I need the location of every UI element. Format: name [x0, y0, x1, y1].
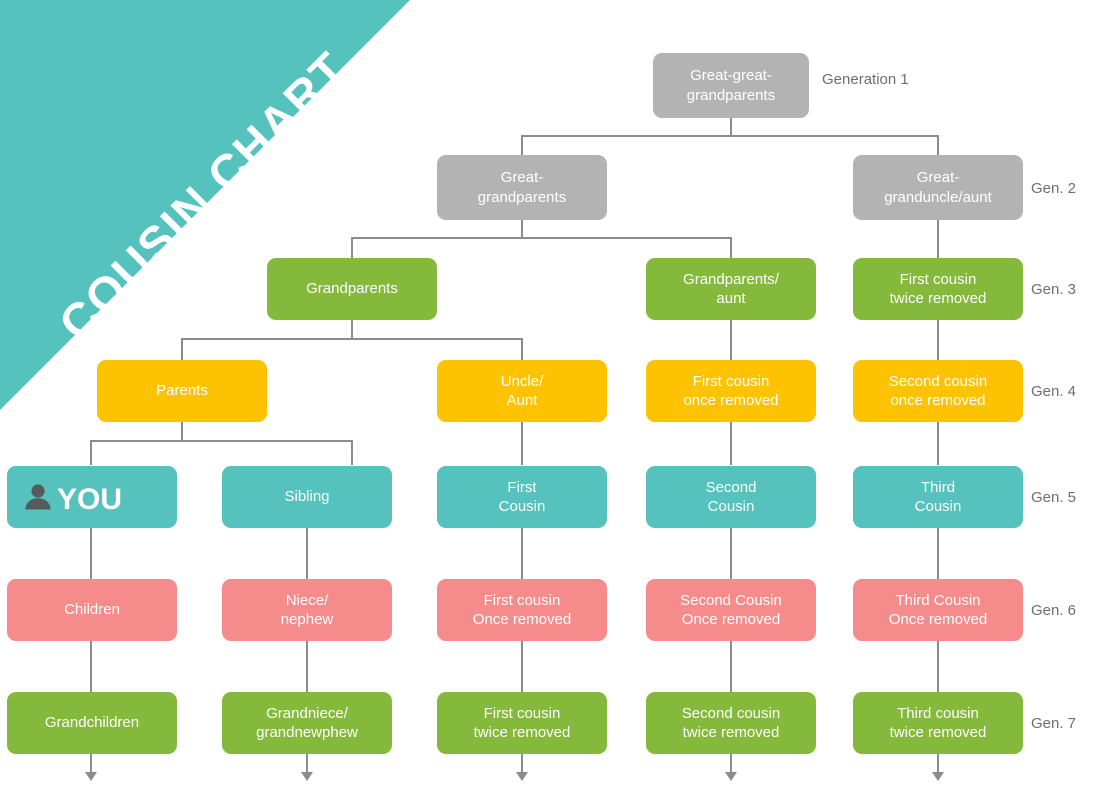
connector-gen3-bar	[181, 338, 523, 340]
connector-col4-gen3-gen4	[730, 320, 732, 360]
gen-label-5: Gen. 5	[1031, 489, 1077, 506]
connector-col2-terminal	[306, 754, 308, 776]
connector-col1-terminal	[90, 754, 92, 776]
node-second-cousin-once-removed-gen4[interactable]: Second cousin once removed	[853, 360, 1023, 422]
connector-gen1-bar	[521, 135, 939, 137]
node-uncle-aunt[interactable]: Uncle/ Aunt	[437, 360, 607, 422]
node-first-cousin-once-removed-gen4[interactable]: First cousin once removed	[646, 360, 816, 422]
node-grandchildren[interactable]: Grandchildren	[7, 692, 177, 754]
node-sibling[interactable]: Sibling	[222, 466, 392, 528]
connector-col5-gen3-gen4	[937, 320, 939, 360]
connector-col3-gen6-gen7	[521, 641, 523, 692]
connector-gen2-bar	[351, 237, 732, 239]
arrow-down-icon	[932, 772, 944, 781]
arrow-down-icon	[301, 772, 313, 781]
node-first-cousin-twice-removed-gen7[interactable]: First cousin twice removed	[437, 692, 607, 754]
person-icon	[21, 461, 55, 533]
node-third-cousin[interactable]: Third Cousin	[853, 466, 1023, 528]
gen-label-1: Generation 1	[822, 71, 909, 88]
node-grandniece-grandnephew[interactable]: Grandniece/ grandnewphew	[222, 692, 392, 754]
arrow-down-icon	[516, 772, 528, 781]
connector-gen1-to-col3	[521, 135, 523, 155]
connector-col2-gen5-gen6	[306, 528, 308, 579]
connector-gen2-to-col4	[730, 237, 732, 258]
node-first-cousin-twice-removed-gen3[interactable]: First cousin twice removed	[853, 258, 1023, 320]
connector-col4-terminal	[730, 754, 732, 776]
arrow-down-icon	[85, 772, 97, 781]
node-grandparents-aunt[interactable]: Grandparents/ aunt	[646, 258, 816, 320]
connector-gen2-stub	[521, 220, 523, 238]
node-niece-nephew[interactable]: Niece/ nephew	[222, 579, 392, 641]
connector-gen4-to-sibling	[351, 440, 353, 465]
arrow-down-icon	[725, 772, 737, 781]
connector-col5-gen4-gen5	[937, 422, 939, 465]
node-grandparents[interactable]: Grandparents	[267, 258, 437, 320]
gen-label-2: Gen. 2	[1031, 180, 1077, 197]
connector-col3-gen5-gen6	[521, 528, 523, 579]
node-second-cousin-twice-removed-gen7[interactable]: Second cousin twice removed	[646, 692, 816, 754]
node-great-granduncle-aunt[interactable]: Great- granduncle/aunt	[853, 155, 1023, 220]
connector-col5-gen5-gen6	[937, 528, 939, 579]
connector-gen4-bar	[90, 440, 353, 442]
gen-label-7: Gen. 7	[1031, 715, 1077, 732]
connector-col1-gen6-gen7	[90, 641, 92, 692]
connector-col4-gen6-gen7	[730, 641, 732, 692]
connector-col3-gen4-gen5	[521, 422, 523, 465]
you-label: YOU	[57, 483, 123, 516]
gen-label-3: Gen. 3	[1031, 281, 1077, 298]
node-great-grandparents[interactable]: Great- grandparents	[437, 155, 607, 220]
node-first-cousin-once-removed-gen6[interactable]: First cousin Once removed	[437, 579, 607, 641]
node-second-cousin[interactable]: Second Cousin	[646, 466, 816, 528]
connector-col3-terminal	[521, 754, 523, 776]
connector-gen3-to-col3	[521, 338, 523, 360]
connector-gen1-stub	[730, 118, 732, 136]
connector-gen3-stub	[351, 320, 353, 338]
node-children[interactable]: Children	[7, 579, 177, 641]
node-second-cousin-once-removed-gen6[interactable]: Second Cousin Once removed	[646, 579, 816, 641]
banner-triangle	[0, 0, 410, 410]
connector-col2-gen6-gen7	[306, 641, 308, 692]
node-you[interactable]: YOU	[7, 466, 177, 528]
connector-gen1-to-col5	[937, 135, 939, 155]
connector-col1-gen5-gen6	[90, 528, 92, 579]
connector-col5-gen6-gen7	[937, 641, 939, 692]
node-third-cousin-twice-removed-gen7[interactable]: Third cousin twice removed	[853, 692, 1023, 754]
connector-col4-gen4-gen5	[730, 422, 732, 465]
gen-label-6: Gen. 6	[1031, 602, 1077, 619]
connector-col4-gen5-gen6	[730, 528, 732, 579]
connector-col5-terminal	[937, 754, 939, 776]
connector-col5-gen2-gen3	[937, 220, 939, 258]
node-parents[interactable]: Parents	[97, 360, 267, 422]
connector-gen4-stub	[181, 422, 183, 440]
connector-gen4-to-you	[90, 440, 92, 465]
connector-gen3-to-col1	[181, 338, 183, 360]
node-third-cousin-once-removed-gen6[interactable]: Third Cousin Once removed	[853, 579, 1023, 641]
node-first-cousin[interactable]: First Cousin	[437, 466, 607, 528]
node-great-great-grandparents[interactable]: Great-great- grandparents	[653, 53, 809, 118]
connector-gen2-to-col2	[351, 237, 353, 258]
gen-label-4: Gen. 4	[1031, 383, 1077, 400]
